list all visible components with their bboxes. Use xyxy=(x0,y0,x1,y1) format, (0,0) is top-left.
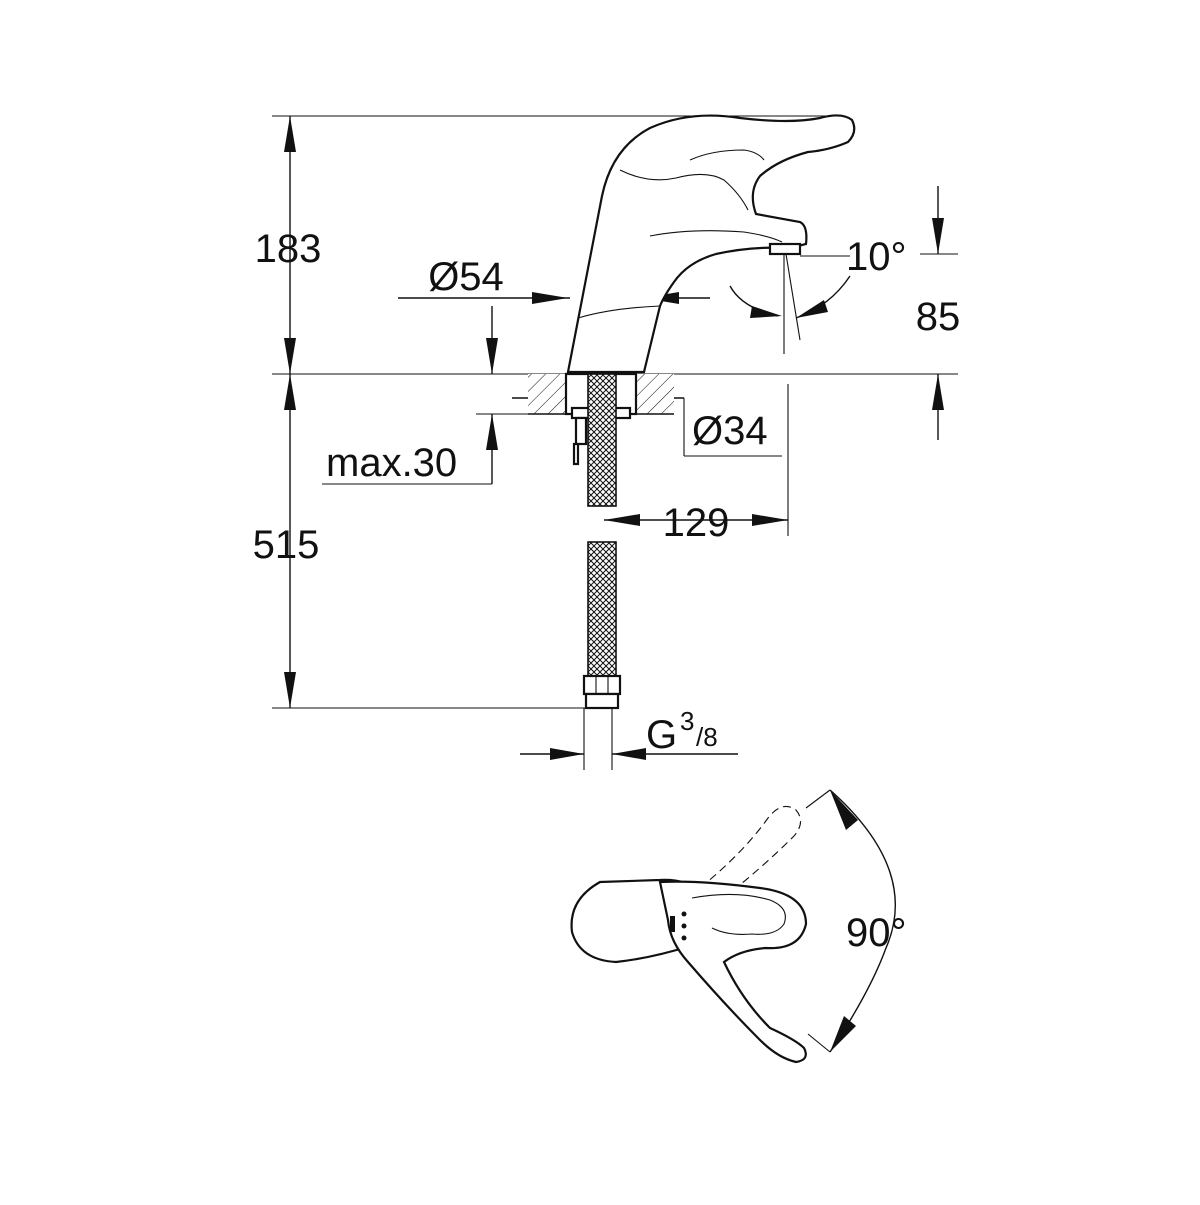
dim-label-g-numerator: 3 xyxy=(680,706,694,736)
aerator xyxy=(768,242,802,256)
hose-lower xyxy=(587,541,617,679)
height-183-dimension: 183 xyxy=(255,116,322,374)
spout-angle-dimension: 10° xyxy=(729,235,907,354)
dim-label-o54: Ø54 xyxy=(428,255,504,299)
dim-label-183: 183 xyxy=(255,227,322,271)
faucet-top-view: 90° xyxy=(570,789,907,1064)
spout-height-85-dimension: 85 xyxy=(916,186,961,440)
diameter-54-dimension: Ø54 xyxy=(398,255,710,304)
faucet-side-view xyxy=(566,114,856,374)
dim-label-g-denominator: /8 xyxy=(696,722,718,752)
hose-upper xyxy=(587,373,617,507)
dim-label-max30: max.30 xyxy=(326,441,457,485)
hose-length-515-dimension: 515 xyxy=(253,374,320,708)
dim-label-g: G xyxy=(646,713,677,757)
dim-label-o34: Ø34 xyxy=(692,409,768,453)
dim-label-85: 85 xyxy=(916,295,961,339)
faucet-body xyxy=(566,114,856,374)
dim-label-129: 129 xyxy=(663,501,730,545)
dim-label-90deg: 90° xyxy=(846,911,907,955)
hose-nut xyxy=(582,674,622,696)
projection-129-dimension: 129 xyxy=(604,384,789,545)
max-30-dimension: max.30 xyxy=(322,306,578,485)
bolt-tip xyxy=(572,442,580,466)
dim-label-515: 515 xyxy=(253,523,320,567)
top-lever xyxy=(658,880,808,1064)
supply-hose xyxy=(582,373,622,710)
dim-label-10deg: 10° xyxy=(846,235,907,279)
fixing-bolt xyxy=(574,416,588,446)
indicator-mark xyxy=(670,916,675,932)
connection-dimension: G 3 /8 xyxy=(520,706,738,770)
hose-fitting xyxy=(584,692,620,710)
